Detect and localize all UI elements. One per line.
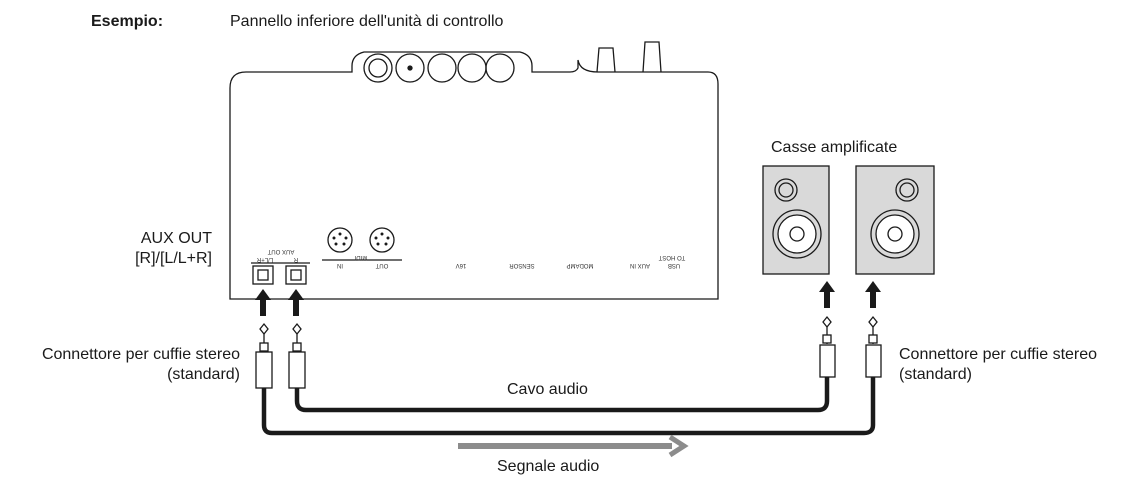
speakers-label: Casse amplificate bbox=[771, 139, 898, 156]
aux-out-label-line1: AUX OUT bbox=[140, 230, 212, 247]
right-connector-label: Connettore per cuffie stereo (standard) bbox=[899, 345, 1097, 385]
connection-arrows bbox=[255, 281, 881, 316]
jack-label-16v: 16V bbox=[456, 262, 467, 268]
jack-label-r: R bbox=[293, 256, 298, 262]
jack-label-midi: MIDI bbox=[354, 254, 367, 260]
arrow-up-icon bbox=[288, 289, 304, 300]
left-connector-line1: Connettore per cuffie stereo bbox=[41, 346, 240, 363]
jack-label-in: IN bbox=[337, 262, 343, 268]
arrow-up-icon bbox=[819, 281, 835, 292]
cable-l bbox=[261, 377, 876, 436]
plug-right-2 bbox=[865, 315, 882, 378]
midi-in-port bbox=[327, 227, 353, 253]
bracket-left bbox=[596, 47, 616, 73]
left-connector-label: Connettore per cuffie stereo (standard) bbox=[42, 345, 240, 385]
control-unit-panel bbox=[229, 41, 719, 300]
plug-left-2 bbox=[288, 322, 306, 389]
jack-label-out: OUT bbox=[375, 262, 388, 268]
knob-3 bbox=[427, 53, 457, 83]
plugs bbox=[255, 315, 882, 389]
panel-title: Pannello inferiore dell'unità di control… bbox=[230, 13, 504, 30]
aux-out-label: AUX OUT [R]/[L/L+R] bbox=[135, 229, 212, 269]
signal-arrow bbox=[458, 434, 689, 458]
aux-out-l-jack bbox=[252, 265, 274, 285]
plug-right-1 bbox=[819, 315, 836, 378]
knob-2 bbox=[395, 53, 425, 83]
right-connector-line2: (standard) bbox=[899, 366, 972, 383]
cable-label: Cavo audio bbox=[507, 381, 588, 398]
arrow-up-icon bbox=[255, 289, 271, 300]
bracket-right bbox=[642, 41, 662, 73]
jack-label-usb: USB bbox=[668, 262, 680, 268]
cable-r bbox=[294, 377, 830, 413]
knob-1 bbox=[363, 53, 393, 83]
midi-out-port bbox=[369, 227, 395, 253]
plug-left-1 bbox=[255, 322, 273, 389]
jack-label-to-host: TO HOST bbox=[658, 254, 685, 260]
right-connector-line1: Connettore per cuffie stereo bbox=[899, 346, 1098, 363]
arrow-up-icon bbox=[865, 281, 881, 292]
jack-label-lr: L/L+R bbox=[256, 256, 273, 262]
audio-cables bbox=[261, 377, 876, 436]
jack-label-aux-in: AUX IN bbox=[630, 262, 650, 268]
signal-label: Segnale audio bbox=[497, 458, 600, 475]
knob-5 bbox=[485, 53, 515, 83]
jack-label-modamp: MODAMP bbox=[567, 262, 594, 268]
jack-label-sensor: SENSOR bbox=[509, 262, 535, 268]
panel-jack-labels: L/L+R R AUX OUT IN OUT MIDI 16V SENSOR M… bbox=[256, 248, 685, 268]
jack-label-aux-out: AUX OUT bbox=[267, 248, 294, 254]
example-label: Esempio: bbox=[91, 13, 164, 30]
speaker-left bbox=[762, 165, 830, 275]
left-connector-line2: (standard) bbox=[167, 366, 240, 383]
aux-out-label-line2: [R]/[L/L+R] bbox=[135, 250, 212, 267]
aux-out-r-jack bbox=[285, 265, 307, 285]
speaker-right bbox=[855, 165, 935, 275]
